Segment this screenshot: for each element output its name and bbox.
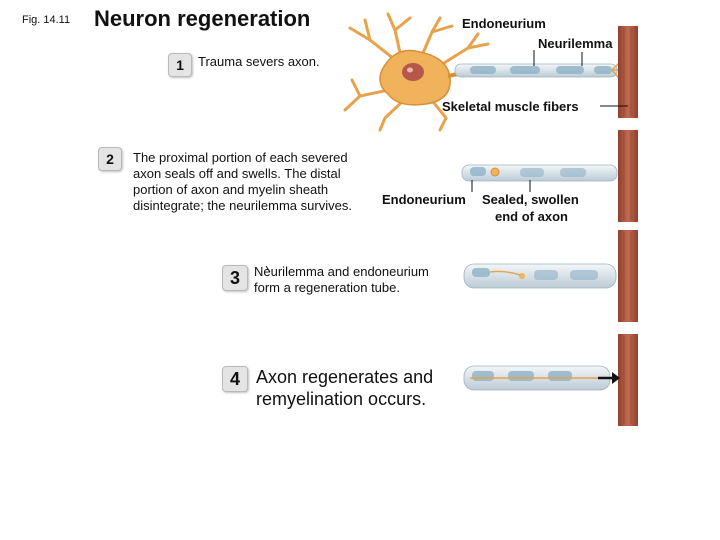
axon-tube-step3 [463,263,617,289]
step-4-badge: 4 [222,366,248,392]
axon-tube-step1 [454,59,626,83]
step-3-badge: 3 [222,265,248,291]
step-1-badge: 1 [168,53,192,77]
step-4-text: Axon regenerates and remyelination occur… [256,367,434,409]
step-1-text: Trauma severs axon. [198,54,320,69]
step-2-badge: 2 [98,147,122,171]
axon-tube-step4 [463,365,611,391]
leader-lines [265,50,628,273]
step-2-text: The proximal portion of each severed axo… [133,150,352,213]
page-title: Neuron regeneration [94,6,311,31]
label-sealed-line1: Sealed, swollen [482,192,579,207]
label-sealed-line2: end of axon [495,209,568,224]
figure-label: Fig. 14.11 [22,14,71,26]
label-neurilemma: Neurilemma [538,36,613,51]
neuron-cell-body [343,12,490,132]
skeletal-muscle-fibers [618,26,638,426]
arrow-right-icon [598,372,620,384]
label-endoneurium-top: Endoneurium [462,16,546,31]
label-endoneurium-mid: Endoneurium [382,192,466,207]
label-skeletal-muscle: Skeletal muscle fibers [442,99,579,114]
step-3-text: Neurilemma and endoneurium form a regene… [254,264,429,295]
axon-tube-step2 [461,164,618,182]
